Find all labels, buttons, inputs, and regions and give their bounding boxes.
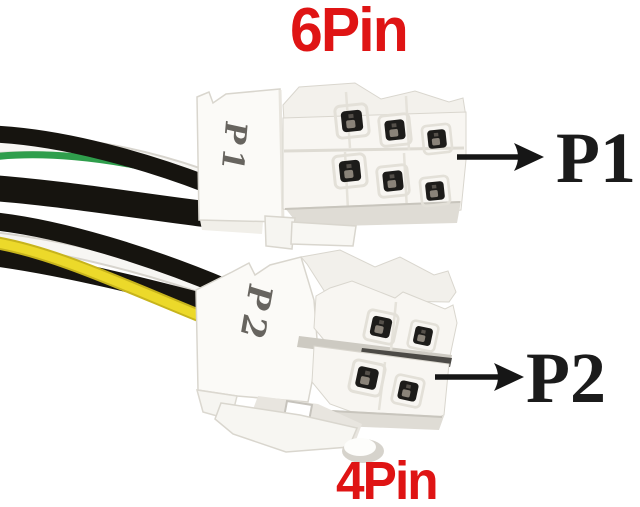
- right-arrow-icon: [435, 363, 524, 391]
- latch-bar: [290, 221, 357, 247]
- right-arrow-icon: [457, 143, 544, 171]
- connector-4pin: [195, 249, 458, 463]
- latch-tip-highlight: [344, 438, 376, 456]
- connector-side-face: [196, 88, 284, 223]
- label-p2: P2: [526, 338, 606, 418]
- latch-bar: [214, 402, 359, 453]
- latch-stem: [264, 215, 296, 250]
- black-wire: [0, 212, 235, 297]
- arrow-head: [514, 143, 544, 171]
- label-6pin: 6Pin: [290, 0, 409, 65]
- wire-bundle-top: [0, 125, 217, 227]
- yellow-wire-core: [0, 238, 215, 325]
- wire-bundle-bottom: [0, 212, 241, 327]
- connector1-marking: P1: [213, 117, 253, 179]
- black-wire: [0, 175, 217, 227]
- connector-6pin: [196, 82, 467, 250]
- label-4pin: 4Pin: [336, 451, 439, 507]
- cube-divider: [404, 95, 411, 151]
- edge-shade: [284, 201, 461, 210]
- connector2-marking: P2: [231, 279, 280, 350]
- edge-shade: [331, 410, 443, 418]
- label-p1: P1: [556, 118, 636, 198]
- annotation-arrows: [435, 143, 544, 391]
- black-wire: [0, 125, 215, 193]
- connector-underside: [200, 220, 263, 234]
- cube-divider: [402, 152, 409, 212]
- arrow-head: [494, 363, 524, 391]
